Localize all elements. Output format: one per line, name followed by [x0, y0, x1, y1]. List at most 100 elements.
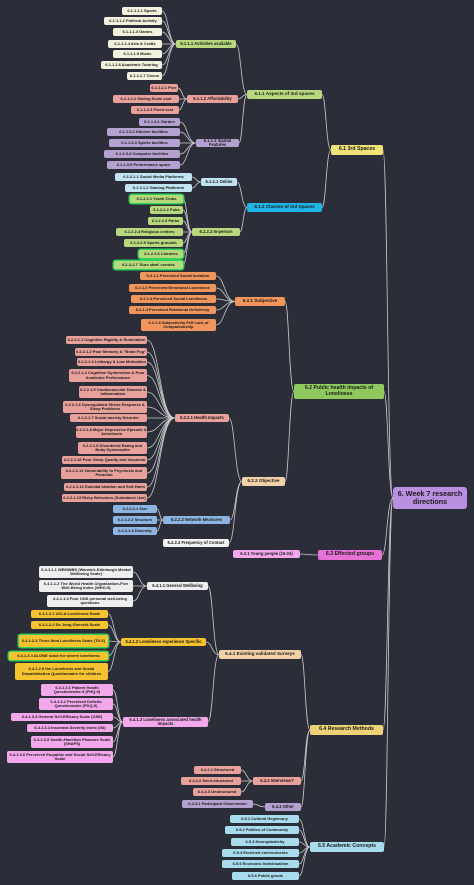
topic-node[interactable]: 6.1.1.1.6 Academic Tutoring [101, 61, 162, 69]
topic-node[interactable]: 6.2.1.2 Perceived Emotional Loneliness [129, 284, 216, 292]
topic-node[interactable]: 6.1.2.1.1 Social Media Platforms [115, 173, 192, 181]
topic-node[interactable]: 6.1.1.1.5 Music [113, 50, 162, 58]
topic-node[interactable]: 6.4.2.3 Unstructured [193, 788, 241, 796]
topic-node[interactable]: 6.3.1 Young people (16-24) [233, 550, 300, 558]
topic-node[interactable]: 6.4.1.1.2 The World Health Organization-… [39, 580, 133, 592]
topic-node[interactable]: 6.5.4 Enriched environments [222, 849, 299, 857]
topic-node[interactable]: 6.5.1 Cultural Hegemony [230, 815, 299, 823]
topic-node[interactable]: 6.2.2.1.10 Poor Sleep Quality and Insomn… [62, 456, 147, 464]
topic-node[interactable]: 6.1.1.1.4 Arts & Crafts [108, 40, 162, 48]
topic-node[interactable]: 6.1.1.3.4 Computer facilities [104, 150, 180, 158]
topic-node[interactable]: 6.2.2.1.3 Lethargy & Low Motivation [77, 358, 147, 366]
topic-node[interactable]: 6.2.2.1.13 Risky Behaviors (Substance Us… [62, 494, 147, 502]
link-line [298, 846, 311, 877]
topic-node[interactable]: 6.1.1 Aspects of 3rd spaces [247, 90, 322, 99]
topic-node[interactable]: 6.1.1.2.2 Sliding Scale cost [113, 95, 179, 103]
topic-node[interactable]: 6.2.1.3 Perceived Social Loneliness [131, 295, 216, 303]
topic-node[interactable]: 6.2.2.1 Health Impacts [175, 414, 229, 422]
topic-node[interactable]: 6.1.1.3.2 Kitchen facilities [107, 128, 180, 136]
topic-node[interactable]: 6.2.2.2.2 Structure [113, 516, 157, 524]
topic-node[interactable]: 6.4.1.3.3 General Self-Efficacy Scale (G… [11, 713, 113, 721]
topic-node[interactable]: 6.1.1.2.3 Fixed cost [131, 106, 179, 114]
topic-node[interactable]: 6.2.2.1.9 Disordered Eating and Body Dys… [78, 442, 147, 454]
topic-node[interactable]: 6.2.1.4 Perceived Relational Deficiency [129, 306, 216, 314]
topic-node[interactable]: 6.1.2.2.1 Youth Clubs [130, 195, 183, 203]
topic-node[interactable]: 6.2.2.1.5 Cardiovascular Disease & Infla… [79, 386, 147, 398]
topic-node[interactable]: 6.4.1.1 General Wellbeing [147, 582, 208, 590]
topic-node[interactable]: 6.5.6 Public goods [232, 872, 299, 880]
topic-node[interactable]: 6.1.2.2.5 Sports grounds [124, 239, 183, 247]
topic-node[interactable]: 6.5.5 Economic Individualism [222, 860, 299, 868]
topic-node[interactable]: 6.2.2.3 Frequency of Contact [163, 539, 229, 547]
root-topic[interactable]: 6. Week 7 research directions [393, 487, 467, 509]
topic-node[interactable]: 6.4.1.3.4 Insomnia Severity Index (ISI) [27, 724, 113, 732]
link-line [205, 641, 220, 655]
topic-node[interactable]: 6.1.1.2 Affordability [187, 95, 238, 103]
topic-node[interactable]: 6.2.1.1 Perceived Social Isolation [140, 272, 216, 280]
topic-node[interactable]: 6.1.1.1.7 Circus [127, 72, 162, 80]
topic-node[interactable]: 6.2.1.5 Subjectively Felt Lack of Compan… [141, 319, 216, 331]
topic-node[interactable]: 6.4.1 Existing validated Surveys [219, 650, 301, 659]
topic-node[interactable]: 6.1.2.1.2 Gaming Platforms [125, 184, 192, 192]
topic-node[interactable]: 6.4.1.2.1 UCLA Loneliness Scale [31, 610, 108, 618]
topic-node[interactable]: 6.2.2.1.6 Dysregulated Stress Response &… [63, 401, 147, 413]
topic-label: 6.2.1 Subjective [242, 298, 278, 304]
topic-node[interactable]: 6.2.2.2.1 Size [113, 505, 157, 513]
topic-node[interactable]: 6.4.1.3.1 Patient Health Questionnaire-9… [41, 684, 113, 696]
section-topic[interactable]: 6.2 Public health impacts of Loneliness [294, 384, 384, 399]
topic-node[interactable]: 6.1.2.2.7 'Sure start' centres [114, 261, 183, 269]
topic-node[interactable]: 6.2.1 Subjective [235, 297, 285, 306]
topic-node[interactable]: 6.1.1.1.2 Political Activity [104, 17, 162, 25]
topic-node[interactable]: 6.1.2.2.3 Parks [148, 217, 183, 225]
topic-node[interactable]: 6.2.2.1.4 Cognitive Dysfunction & Poor A… [69, 369, 147, 382]
topic-node[interactable]: 6.4.1.2.5 the Loneliness and Social Diss… [15, 663, 108, 680]
topic-node[interactable]: 6.1.1.1.1 Sports [122, 7, 162, 15]
topic-node[interactable]: 6.1.1.3 Spatial Features [196, 139, 239, 147]
section-topic[interactable]: 6.5 Academic Concepts [310, 842, 384, 852]
topic-node[interactable]: 6.2.2.2 Network Measures [163, 516, 230, 524]
topic-node[interactable]: 6.5.2 Politics of Community [225, 826, 299, 834]
topic-node[interactable]: 6.5.3 Neuroplasticity [231, 838, 299, 846]
topic-label: 6.1.2.2.5 Sports grounds [130, 239, 177, 245]
topic-node[interactable]: 6.4.1.2.4 ALONE scale for severe lonelin… [9, 652, 108, 660]
topic-node[interactable]: 6.4.1.2.2 De Jong Gierveld Scale [31, 621, 108, 629]
topic-node[interactable]: 6.2.2.1.8 Major Depressive Episode & Anh… [76, 426, 147, 438]
topic-node[interactable]: 6.1.1.1 Activities available [176, 40, 236, 48]
topic-node[interactable]: 6.2.2 Objective [242, 477, 285, 486]
topic-node[interactable]: 6.4.1.3.2 Perceived Deficits Questionnai… [39, 698, 113, 710]
section-topic[interactable]: 6.3 Effected groups [318, 550, 382, 560]
topic-node[interactable]: 6.4.2.1 Structured [194, 766, 241, 774]
topic-node[interactable]: 6.1.2.2.4 Religious centres [116, 228, 183, 236]
topic-node[interactable]: 6.4.2 Interviews? [253, 777, 301, 785]
topic-node[interactable]: 6.4.1.3 Loneliness associated health imp… [123, 717, 208, 727]
topic-label: 6.1.1.1.5 Music [123, 50, 152, 56]
section-topic[interactable]: 6.1 3rd Spaces [331, 145, 383, 155]
topic-node[interactable]: 6.1.2.1 Online [201, 178, 237, 186]
topic-node[interactable]: 6.1.1.3.1 Garden [139, 118, 180, 126]
topic-node[interactable]: 6.1.2.2.6 Libraries [139, 250, 183, 258]
topic-node[interactable]: 6.2.2.1.12 Suicidal Ideation and Self-Ha… [64, 483, 147, 491]
topic-node[interactable]: 6.1.1.2.1 Free [150, 84, 178, 92]
topic-node[interactable]: 6.4.3 Other [265, 803, 301, 811]
topic-node[interactable]: 6.4.1.1.1 WEMWBS (Warwick-Edinburgh Ment… [39, 566, 133, 578]
topic-node[interactable]: 6.4.1.1.3 Four ONS personal well-being q… [47, 595, 133, 607]
topic-node[interactable]: 6.4.1.3.5 Snaith-Hamilton Pleasure Scale… [31, 736, 113, 748]
topic-node[interactable]: 6.2.2.1.1 Cognitive Rigidity & Ruminatio… [66, 336, 147, 344]
topic-node[interactable]: 6.2.2.2.3 Diversity [113, 527, 157, 535]
topic-node[interactable]: 6.1.1.3.5 Performance space [107, 161, 180, 169]
topic-node[interactable]: 6.1.2 Classes of 3rd Spaces [247, 203, 322, 212]
topic-node[interactable]: 6.2.2.1.7 Social anxiety Disorder [70, 414, 147, 422]
topic-node[interactable]: 6.1.2.2.2 Pubs [150, 206, 183, 214]
topic-node[interactable]: 6.2.2.1.11 Vulnerability to Psychosis an… [61, 467, 147, 479]
topic-node[interactable]: 6.4.1.2.3 Three-Item Loneliness Scale (T… [19, 635, 108, 647]
topic-node[interactable]: 6.1.2.2 In-person [192, 228, 240, 236]
topic-node[interactable]: 6.4.1.3.6 Perceived Empathic and Social … [7, 751, 113, 763]
topic-node[interactable]: 6.2.2.1.2 Poor Memory & "Brain Fog" [75, 348, 147, 356]
topic-node[interactable]: 6.1.1.3.3 Sports facilities [109, 139, 180, 147]
link-line [382, 497, 394, 731]
topic-node[interactable]: 6.4.2.2 Semi-structured [181, 777, 241, 785]
topic-node[interactable]: 6.4.3.1 Participant Observation [182, 800, 253, 808]
topic-node[interactable]: 6.1.1.1.3 Games [113, 28, 162, 36]
section-topic[interactable]: 6.4 Research Methods [310, 725, 383, 735]
topic-node[interactable]: 6.4.1.2 Loneliness experience Specific [121, 638, 206, 646]
